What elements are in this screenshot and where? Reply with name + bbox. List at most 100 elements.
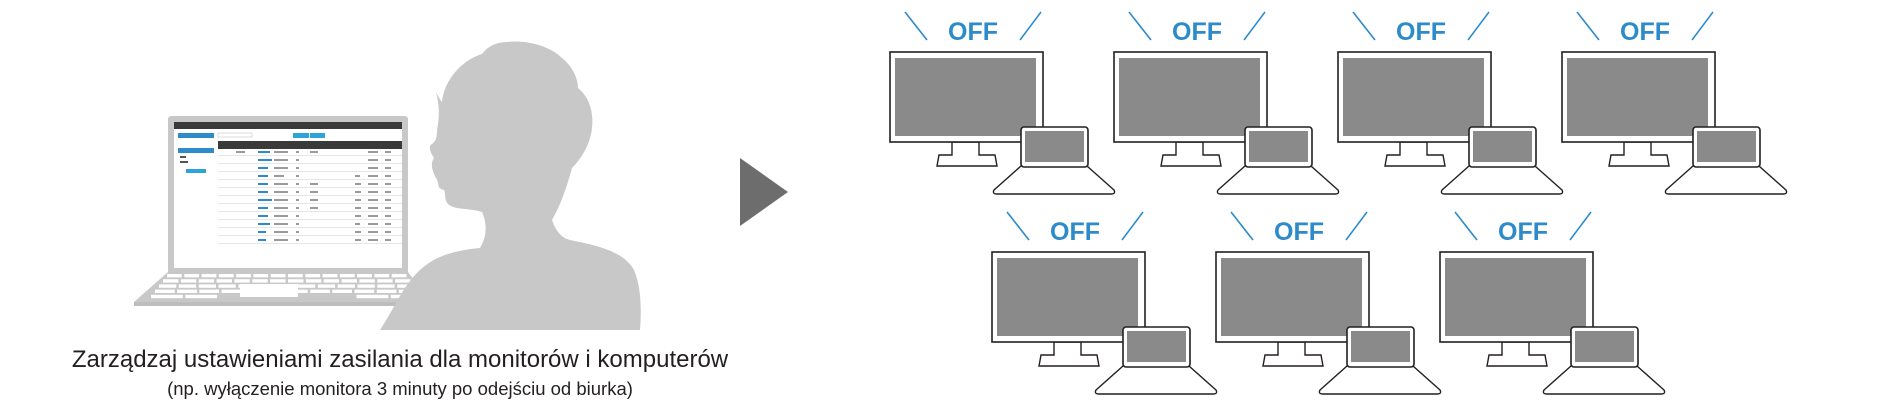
keyboard-key	[198, 279, 215, 283]
keyboard-key	[185, 294, 218, 299]
monitor-stand	[1160, 141, 1222, 167]
laptop-base	[1216, 165, 1340, 195]
signal-line-right	[1467, 11, 1490, 41]
keyboard-key	[339, 274, 355, 278]
signal-line-left	[1454, 211, 1478, 241]
keyboard-key	[374, 274, 390, 278]
laptop-base	[992, 165, 1116, 195]
laptop-screen-off	[1697, 131, 1756, 162]
monitor-stand	[936, 141, 998, 167]
keyboard-key	[201, 274, 217, 278]
keyboard-key	[198, 284, 216, 288]
app-table-rows	[218, 155, 402, 244]
user-laptop-illustration	[134, 116, 430, 306]
laptop-screen-off	[1127, 331, 1186, 362]
keyboard-key	[163, 279, 179, 283]
monitor-screen-off	[895, 58, 1036, 136]
app-toolbar-button	[310, 133, 325, 138]
keyboard-key	[317, 284, 336, 288]
keyboard-key	[305, 274, 321, 278]
keyboard-key	[180, 279, 197, 283]
monitor-stand	[1608, 141, 1670, 167]
laptop-base	[1440, 165, 1564, 195]
laptop-screen-off	[1025, 131, 1084, 162]
off-status-label: OFF	[1620, 18, 1670, 46]
person-silhouette-icon	[380, 41, 641, 331]
keyboard-key	[270, 279, 286, 283]
monitor-stand	[1038, 341, 1100, 367]
keyboard-key	[236, 274, 251, 278]
keyboard-key	[221, 289, 242, 293]
keyboard-key	[253, 274, 269, 278]
keyboard-key	[218, 284, 236, 288]
keyboard-key	[159, 284, 177, 288]
off-status-label: OFF	[1498, 218, 1548, 246]
app-sidebar-item	[180, 156, 186, 158]
monitor-screen-off	[997, 258, 1138, 336]
off-status-label: OFF	[948, 18, 998, 46]
keyboard-key	[341, 279, 357, 283]
monitor-screen-off	[1445, 258, 1586, 336]
app-filter-select	[217, 132, 253, 138]
laptop-base	[1542, 365, 1666, 395]
keyboard-key	[397, 284, 415, 288]
monitor-screen-off	[1567, 58, 1708, 136]
device-group: OFF	[1113, 11, 1340, 195]
caption-sub: (np. wyłączenie monitora 3 minuty po ode…	[167, 378, 633, 399]
keyboard-key	[218, 274, 234, 278]
laptop-trackpad	[240, 284, 298, 297]
signal-line-left	[1128, 11, 1152, 41]
laptop-base	[1664, 165, 1788, 195]
keyboard-key	[359, 279, 375, 283]
keyboard-key	[354, 289, 375, 293]
signal-line-left	[1006, 211, 1030, 241]
laptop-screen-off	[1575, 331, 1634, 362]
app-table-cells	[236, 151, 391, 241]
off-status-label: OFF	[1274, 218, 1324, 246]
app-sidebar-button	[178, 148, 214, 153]
device-group: OFF	[1215, 211, 1442, 395]
keyboard-key	[323, 279, 340, 283]
keyboard-key	[310, 289, 330, 293]
arrow-right-icon	[740, 158, 788, 226]
app-sidebar-item	[180, 161, 188, 163]
signal-line-left	[1352, 11, 1376, 41]
laptop-base	[1094, 365, 1218, 395]
keyboard-key	[178, 284, 197, 288]
device-group: OFF	[991, 211, 1218, 395]
keyboard-key	[270, 274, 286, 278]
keyboard-key	[151, 294, 183, 299]
keyboard-key	[184, 274, 200, 278]
keyboard-key	[305, 279, 322, 283]
keyboard-key	[297, 284, 316, 288]
device-group: OFF	[1561, 11, 1788, 195]
signal-line-right	[1019, 11, 1042, 41]
keyboard-key	[377, 279, 393, 283]
signal-line-right	[1569, 211, 1592, 241]
keyboard-key	[216, 279, 232, 283]
laptop-screen-off	[1249, 131, 1308, 162]
keyboard-key	[391, 274, 407, 278]
caption-main: Zarządzaj ustawieniami zasilania dla mon…	[71, 346, 729, 373]
app-sidebar-button	[178, 133, 214, 138]
monitor-screen-off	[1119, 58, 1260, 136]
signal-line-left	[1230, 211, 1254, 241]
signal-line-left	[904, 11, 928, 41]
keyboard-key	[322, 274, 338, 278]
keyboard-key	[234, 279, 250, 283]
monitor-stand	[1384, 141, 1446, 167]
keyboard-key	[252, 279, 268, 283]
keyboard-key	[288, 279, 304, 283]
keyboard-key	[357, 284, 375, 288]
laptop-front-edge	[134, 302, 430, 306]
app-top-bar	[174, 122, 402, 129]
keyboard-key	[357, 274, 372, 278]
signal-line-left	[1576, 11, 1600, 41]
device-group: OFF	[1439, 211, 1666, 395]
keyboard-key	[356, 294, 389, 299]
keyboard-key	[376, 289, 397, 293]
signal-line-right	[1691, 11, 1714, 41]
app-table-header	[218, 141, 402, 149]
app-toolbar-button	[293, 133, 309, 138]
